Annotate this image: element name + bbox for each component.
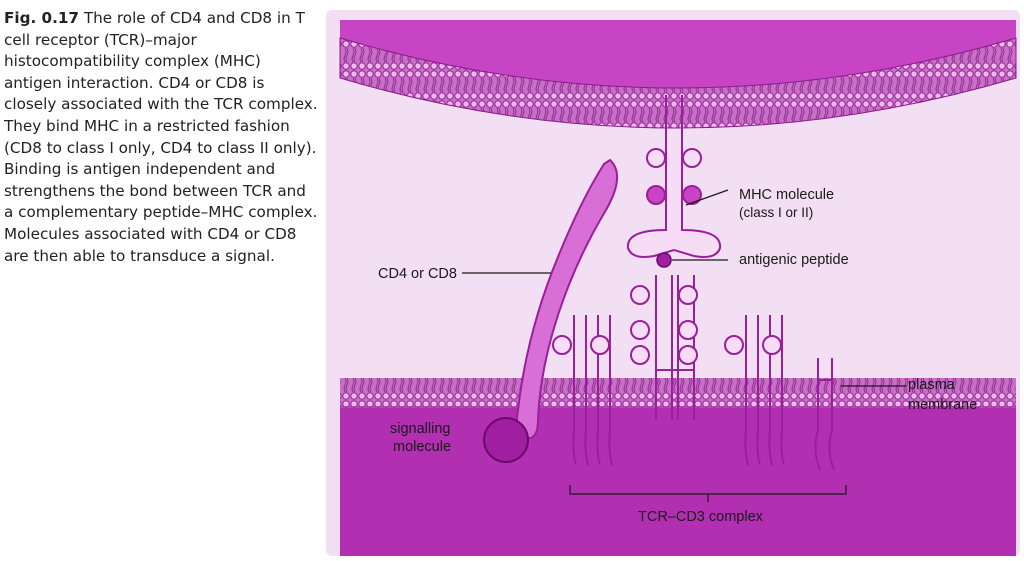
figure-caption: Fig. 0.17 The role of CD4 and CD8 in T c… [4, 8, 320, 267]
mhc-label-line2: (class I or II) [739, 205, 814, 220]
caption-text: The role of CD4 and CD8 in T cell recept… [4, 9, 318, 265]
mhc-molecule [626, 95, 722, 258]
mhc-label-line1: MHC molecule [739, 187, 835, 203]
cd4-cd8-label: CD4 or CD8 [378, 266, 457, 282]
signalling-molecule [483, 417, 529, 463]
antigen-presenting-cell [339, 20, 1017, 129]
tcr-chains [630, 275, 698, 420]
cd4-cd8-molecule [516, 158, 618, 440]
figure-number: Fig. 0.17 [4, 9, 79, 27]
tcr-mhc-diagram: MHC molecule (class I or II) antigenic p… [326, 10, 1020, 556]
tcr-cd3-complex-label: TCR–CD3 complex [638, 509, 763, 525]
antigenic-peptide-label: antigenic peptide [739, 252, 849, 268]
antigenic-peptide [656, 252, 672, 268]
signalling-molecule-label-line2: molecule [393, 439, 452, 455]
plasma-membrane-label-line1: plasma [908, 377, 955, 393]
diagram-canvas [339, 20, 1017, 556]
plasma-membrane-label-line2: membrane [908, 397, 978, 413]
label-leaders [462, 189, 906, 502]
cd3-chains [552, 315, 835, 471]
signalling-molecule-label-line1: signalling [390, 421, 451, 437]
